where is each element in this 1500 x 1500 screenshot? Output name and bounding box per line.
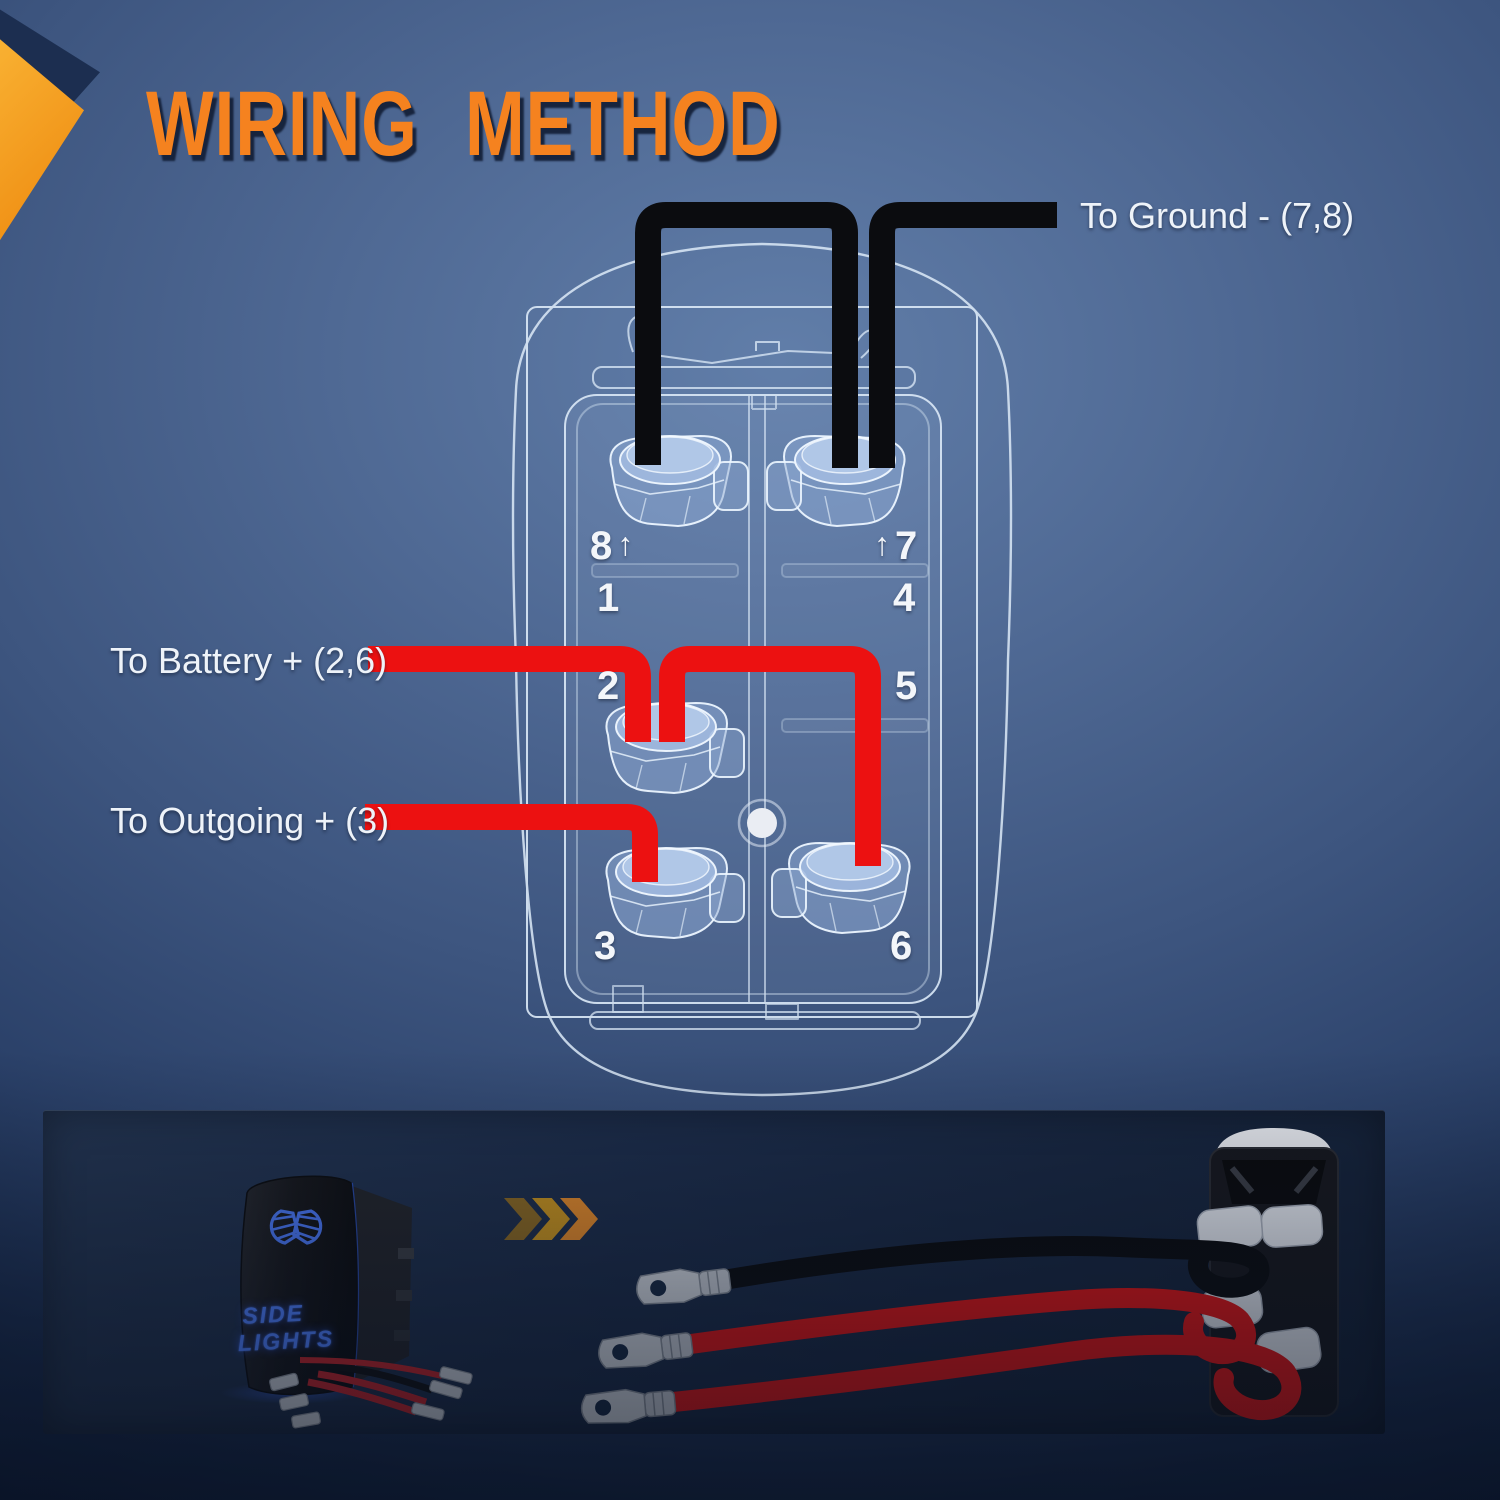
pivot-dot — [737, 798, 787, 848]
pin-label-1: 1 — [597, 576, 620, 620]
label-to-outgoing: To Outgoing + (3) — [110, 800, 390, 841]
rocker-lever-lines — [627, 313, 877, 364]
ground-wire-7 — [869, 202, 1057, 468]
switch-outline-blueprint — [511, 242, 1013, 1097]
pin-label-8: 8 ↑ — [590, 526, 633, 566]
pin-number: 8 — [590, 524, 613, 568]
ground-jumper-wire-8-to-7 — [635, 202, 858, 468]
terminal-post-3 — [605, 847, 745, 939]
page-title: WIRING METHOD — [146, 73, 781, 175]
pin-label-5: 5 — [895, 664, 918, 708]
up-arrow-icon: ↑ — [874, 526, 890, 562]
pin-number: 7 — [895, 524, 918, 568]
terminal-post-8 — [609, 435, 749, 527]
product-panel — [43, 1110, 1385, 1434]
terminal-post-6 — [771, 842, 911, 934]
outgoing-wire-3 — [365, 804, 658, 882]
label-to-battery: To Battery + (2,6) — [110, 640, 388, 681]
pin-label-2: 2 — [597, 664, 620, 708]
terminal-slots — [591, 563, 929, 733]
label-to-ground: To Ground - (7,8) — [1080, 195, 1355, 236]
battery-jumper-wire-2-to-6 — [659, 646, 881, 866]
pin-label-3: 3 — [594, 924, 617, 968]
pin-label-4: 4 — [893, 576, 916, 620]
up-arrow-icon: ↑ — [617, 526, 634, 562]
pin-label-6: 6 — [890, 924, 913, 968]
switch-led-text: SIDE LIGHTS — [237, 1297, 355, 1356]
pin-label-7: ↑ 7 — [874, 526, 917, 566]
terminal-post-2 — [605, 702, 745, 794]
terminal-post-7 — [766, 435, 906, 527]
